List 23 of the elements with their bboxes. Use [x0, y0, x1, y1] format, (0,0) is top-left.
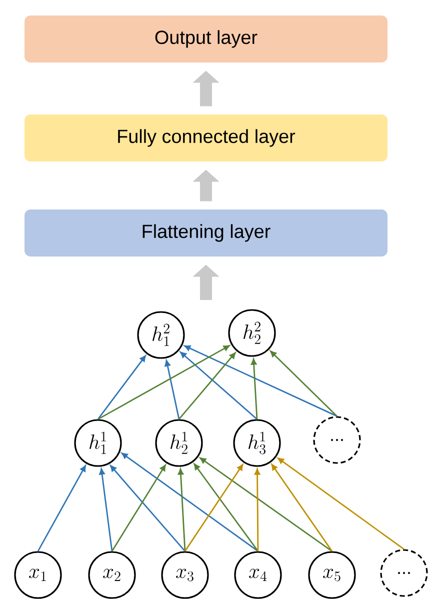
arrow — [271, 464, 333, 552]
arrow — [200, 457, 332, 552]
arrow — [164, 360, 180, 420]
arrow — [278, 458, 404, 550]
arrow — [184, 464, 244, 552]
arrow — [111, 464, 166, 552]
arrow — [180, 352, 258, 420]
arrow — [97, 355, 146, 420]
arrow — [194, 464, 259, 552]
arrow — [270, 350, 338, 417]
arrow — [254, 468, 260, 552]
arrow — [98, 345, 230, 420]
arrow — [178, 468, 186, 552]
layer-box: Output layer — [24, 16, 388, 62]
layer-box: Flattening layer — [24, 210, 388, 256]
layer-box: Fully connected layer — [24, 114, 388, 162]
arrow — [99, 468, 113, 552]
arrow — [37, 465, 86, 552]
arrow — [121, 452, 258, 552]
arrow — [184, 345, 338, 417]
arrow — [178, 352, 236, 420]
arrow — [110, 465, 186, 552]
arrow — [250, 358, 258, 420]
